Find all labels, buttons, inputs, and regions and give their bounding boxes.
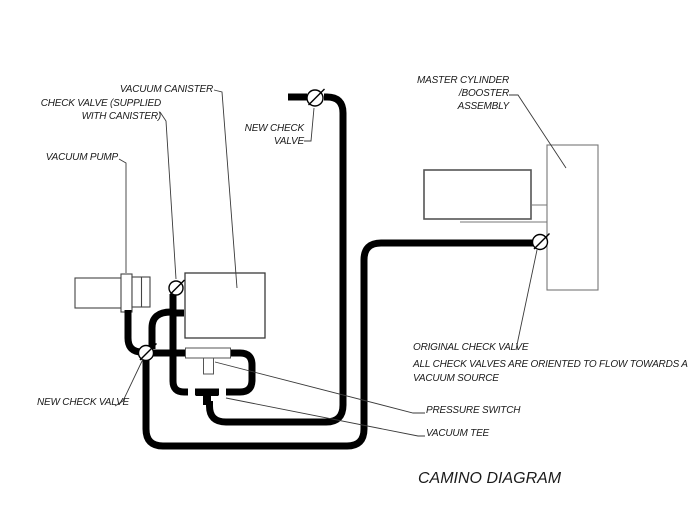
leader-lines — [114, 89, 567, 437]
label-check-valve-note: ALL CHECK VALVES ARE ORIENTED TO FLOW TO… — [413, 358, 688, 386]
new-check-valve-bottom-icon — [137, 343, 157, 362]
leader-check-valve-supplied — [159, 111, 177, 280]
label-vacuum-tee: VACUUM TEE — [426, 428, 490, 439]
label-check-valve-note-line2: VACUUM SOURCE — [413, 373, 499, 384]
hose-elbow-branch — [148, 308, 172, 349]
vacuum-hoses — [124, 93, 533, 450]
booster-shape — [546, 144, 599, 291]
label-new-check-valve-top-line2: VALVE — [273, 136, 304, 147]
label-check-valve-supplied-line1: CHECK VALVE (SUPPLIED — [40, 98, 161, 109]
label-new-check-valve-top-line1: NEW CHECK — [244, 123, 305, 134]
new-check-valve-top-icon — [306, 88, 325, 107]
leader-new-check-valve-bottom — [114, 358, 144, 407]
leader-master-cylinder — [509, 94, 567, 169]
label-master-cylinder-line1: MASTER CYLINDER — [416, 75, 509, 86]
original-check-valve-icon — [531, 233, 550, 251]
check-valve-icons — [137, 88, 550, 362]
label-check-valve-note-line1: ALL CHECK VALVES ARE ORIENTED TO FLOW TO… — [413, 359, 688, 370]
pressure-switch-shape — [185, 347, 231, 375]
leader-vacuum-pump — [118, 158, 127, 273]
leader-original-check-valve — [515, 249, 538, 351]
label-master-cylinder-line2: /BOOSTER — [458, 88, 509, 99]
label-new-check-valve-top: NEW CHECK VALVE — [244, 122, 305, 148]
label-check-valve-supplied: CHECK VALVE (SUPPLIED WITH CANISTER) — [41, 97, 161, 123]
label-pressure-switch: PRESSURE SWITCH — [426, 405, 521, 416]
label-master-cylinder-line3: ASSEMBLY — [457, 101, 510, 112]
label-master-cylinder: MASTER CYLINDER/BOOSTER ASSEMBLY — [417, 74, 509, 113]
vacuum-pump-shape — [74, 273, 151, 313]
leader-vacuum-tee — [225, 397, 425, 437]
label-new-check-valve-bottom: NEW CHECK VALVE — [37, 397, 130, 408]
label-vacuum-canister: VACUUM CANISTER — [119, 84, 213, 95]
hose-outer-loop — [142, 239, 533, 450]
hose-main-run — [150, 294, 256, 396]
master-cylinder-shape — [423, 169, 547, 223]
label-check-valve-supplied-line2: WITH CANISTER) — [81, 111, 162, 122]
vacuum-canister-shape — [184, 272, 266, 339]
label-original-check-valve: ORIGINAL CHECK VALVE — [413, 342, 529, 353]
diagram-title: CAMINO DIAGRAM — [418, 470, 562, 487]
vacuum-tee-shape — [196, 388, 218, 405]
leader-vacuum-canister — [213, 89, 238, 289]
leader-new-check-valve-top — [304, 107, 315, 142]
label-vacuum-pump: VACUUM PUMP — [45, 152, 118, 163]
leader-pressure-switch — [214, 361, 425, 414]
canister-check-valve-icon — [168, 279, 185, 296]
hose-tee-riser — [206, 93, 347, 426]
hose-pump — [124, 310, 143, 356]
